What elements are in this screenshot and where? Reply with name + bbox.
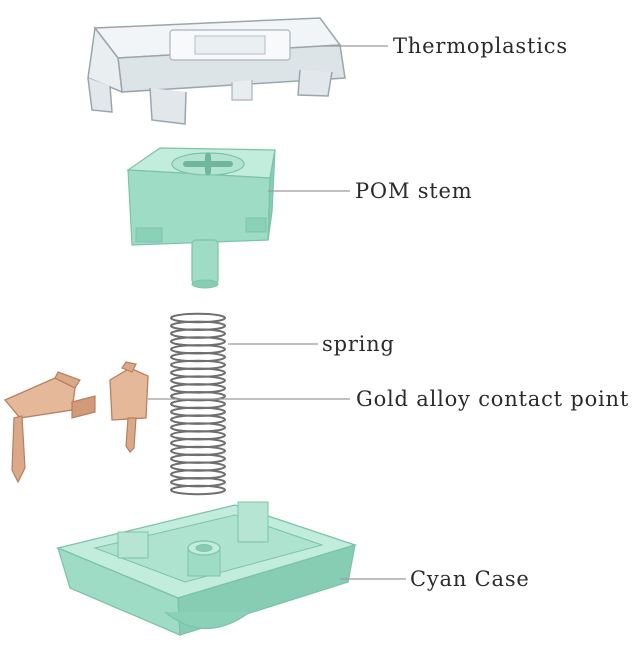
spring-illustration bbox=[170, 312, 226, 496]
stem-illustration bbox=[126, 147, 276, 289]
contact-terminal-illustration bbox=[109, 361, 149, 453]
spring-coil bbox=[170, 484, 226, 496]
label-gold-contact: Gold alloy contact point bbox=[356, 387, 630, 411]
leader-lines bbox=[148, 45, 406, 580]
bottom-housing-illustration bbox=[55, 501, 358, 637]
contact-leaf-illustration bbox=[3, 371, 96, 484]
top-housing-illustration bbox=[87, 17, 346, 125]
label-thermoplastics: Thermoplastics bbox=[393, 34, 568, 58]
label-pom-stem: POM stem bbox=[355, 179, 473, 203]
label-cyan-case: Cyan Case bbox=[410, 567, 530, 591]
label-spring: spring bbox=[322, 332, 395, 356]
